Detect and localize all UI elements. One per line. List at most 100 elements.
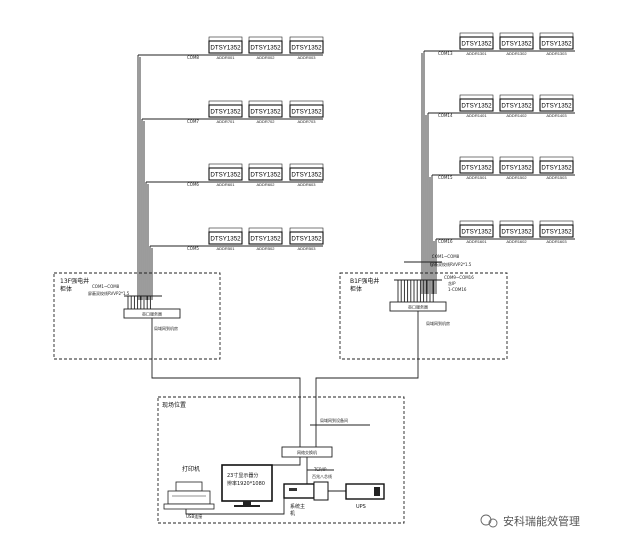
meter-groups: DTSY1352ADDR001DTSY1352ADDR002DTSY1352AD… <box>187 32 574 251</box>
printer-icon <box>163 481 215 510</box>
host-label-line1: 系统主 <box>290 503 305 510</box>
right-bus2-label: COM1~COM8 <box>432 254 460 259</box>
meter-model-label: DTSY1352 <box>210 109 241 116</box>
com-port-label: COM7 <box>187 119 199 124</box>
meter-model-label: DTSY1352 <box>461 165 492 172</box>
right-meter-group-com15: DTSY1352ADDR1501DTSY1352ADDR1502DTSY1352… <box>438 156 574 180</box>
right-serial-server-label: 串口服务器 <box>408 304 428 310</box>
printer-label: 打印机 <box>182 465 200 473</box>
left-serial-server-label: 串口服务器 <box>142 311 162 317</box>
left-panel-subtitle: 柜体 <box>60 285 72 293</box>
network-switch <box>281 446 333 458</box>
right-panel-subtitle: 柜体 <box>350 285 362 293</box>
meter-model-label: DTSY1352 <box>210 236 241 243</box>
meter-address-label: ADDR1401 <box>466 113 487 118</box>
meter-address-label: ADDR003 <box>297 55 316 60</box>
meter-address-label: ADDR001 <box>216 55 235 60</box>
meter-address-label: ADDR702 <box>256 119 275 124</box>
meter-model-label: DTSY1352 <box>461 103 492 110</box>
meter-address-label: ADDR1603 <box>546 239 567 244</box>
meter-model-label: DTSY1352 <box>291 172 322 179</box>
meter-address-label: ADDR1601 <box>466 239 487 244</box>
left-meter-group-com5: DTSY1352ADDR501DTSY1352ADDR502DTSY1352AD… <box>187 227 324 251</box>
right-panel-frame <box>339 272 508 360</box>
meter-address-label: ADDR501 <box>216 246 235 251</box>
meter-address-label: ADDR701 <box>216 119 235 124</box>
meter-address-label: ADDR703 <box>297 119 316 124</box>
monitor-icon <box>221 464 273 507</box>
meter-model-label: DTSY1352 <box>541 165 572 172</box>
left-bus-note: 屏蔽双绞线RVVP2*1.5 <box>88 290 130 296</box>
meter-address-label: ADDR1302 <box>506 51 527 56</box>
meter-model-label: DTSY1352 <box>291 236 322 243</box>
meter-model-label: DTSY1352 <box>541 229 572 236</box>
meter-model-label: DTSY1352 <box>210 172 241 179</box>
left-bus-label: COM1~COM8 <box>92 284 120 289</box>
network-switch-label: 网络交换机 <box>297 449 317 455</box>
meter-address-label: ADDR1301 <box>466 51 487 56</box>
site-panel: 现场位置 局域网到设备间 网络交换机 TCP/IP 百兆八芯线 打印机 USB连… <box>157 396 405 524</box>
host-computer-icon <box>283 481 329 501</box>
ups-icon <box>345 483 385 500</box>
left-panel-title: 13F强电井 <box>60 277 89 285</box>
meter-model-label: DTSY1352 <box>541 103 572 110</box>
meter-address-label: ADDR1602 <box>506 239 527 244</box>
right-serial-server <box>389 301 447 312</box>
left-network-label: 局域网到机房 <box>154 325 178 331</box>
wiring-lines <box>124 50 575 515</box>
left-serial-server <box>123 308 181 319</box>
usb-label: USB连接 <box>186 513 202 519</box>
right-meter-group-com13: DTSY1352ADDR1301DTSY1352ADDR1302DTSY1352… <box>438 32 574 56</box>
com-port-label: COM15 <box>438 175 453 180</box>
left-panel: 13F强电井 柜体 COM1~COM8 屏蔽双绞线RVVP2*1.5 串口服务器… <box>53 272 221 360</box>
left-panel-frame <box>53 272 221 360</box>
meter-model-label: DTSY1352 <box>501 103 532 110</box>
site-panel-title: 现场位置 <box>162 401 186 409</box>
host-label-line2: 机 <box>290 510 295 517</box>
site-lan-label: 局域网到设备间 <box>320 417 348 423</box>
protocol-label: TCP/IP <box>313 467 327 472</box>
com-port-label: COM14 <box>438 113 453 118</box>
com-port-label: COM8 <box>187 55 199 60</box>
protocol2-label: 百兆八芯线 <box>312 473 332 479</box>
watermark: 安科瑞能效管理 <box>480 514 580 528</box>
meter-address-label: ADDR503 <box>297 246 316 251</box>
meter-model-label: DTSY1352 <box>501 229 532 236</box>
meter-address-label: ADDR603 <box>297 182 316 187</box>
meter-address-label: ADDR1403 <box>546 113 567 118</box>
right-meter-group-com14: DTSY1352ADDR1401DTSY1352ADDR1402DTSY1352… <box>438 94 574 118</box>
meter-model-label: DTSY1352 <box>291 45 322 52</box>
ups-label: UPS <box>356 504 366 510</box>
meter-address-label: ADDR1402 <box>506 113 527 118</box>
meter-model-label: DTSY1352 <box>250 109 281 116</box>
meter-address-label: ADDR601 <box>216 182 235 187</box>
monitor-spec-line1: 23寸显示器分 <box>227 472 258 479</box>
meter-model-label: DTSY1352 <box>501 165 532 172</box>
right-panel-title: B1F强电井 <box>350 277 379 285</box>
left-meter-group-com7: DTSY1352ADDR701DTSY1352ADDR702DTSY1352AD… <box>187 100 324 124</box>
meter-address-label: ADDR1502 <box>506 175 527 180</box>
meter-model-label: DTSY1352 <box>461 41 492 48</box>
right-bus-label: COM9~COM16 <box>444 275 474 280</box>
right-bus-note: 屏蔽双绞线RVVP2*1.5 <box>430 261 472 267</box>
